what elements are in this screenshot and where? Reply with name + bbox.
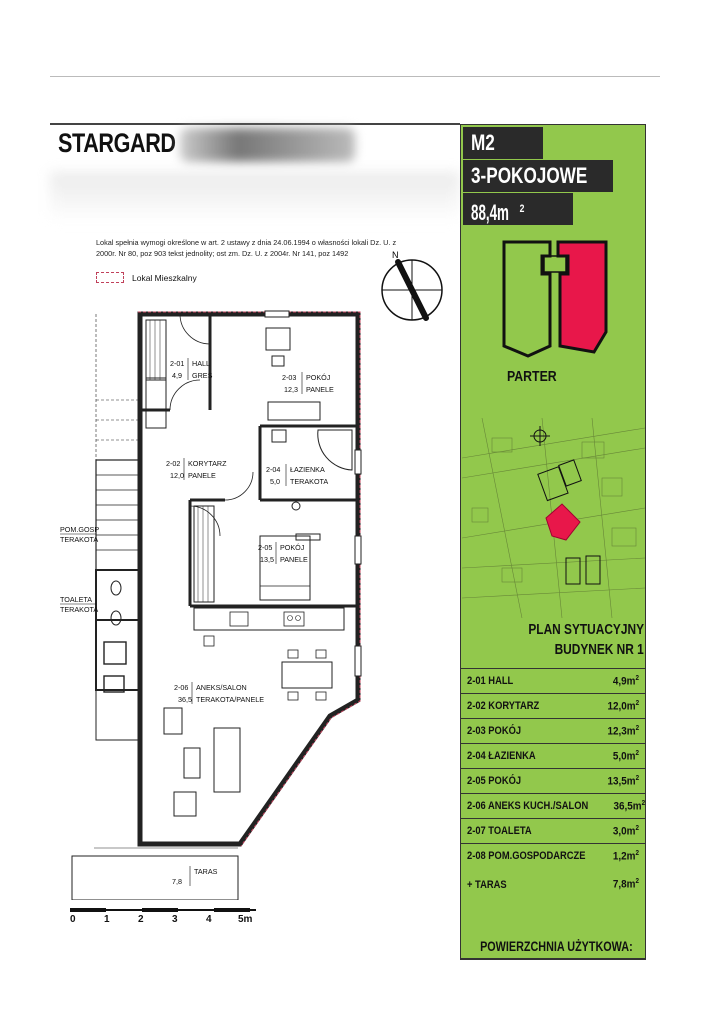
room-name: 2-06 ANEKS KUCH./SALON [467,800,589,812]
building-floor-minimap [502,240,608,358]
plan-label-r04-code: 2-04 [266,465,280,474]
room-area: 5,0m2 [612,749,639,763]
plan-label-r04-area: 5,0 [270,477,280,486]
table-row: 2-06 ANEKS KUCH./SALON 36,5m2 [461,793,645,818]
plan-label-r01-code: 2-01 [170,359,184,368]
unit-code-badge: M2 [463,127,543,159]
usable-area-label: POWIERZCHNIA UŻYTKOWA: [480,939,633,954]
plan-label-r04-floor: TERAKOTA [290,477,328,486]
scale-tick-2: 2 [138,914,144,925]
plan-label-r06-area: 36,5 [178,695,192,704]
plan-label-r02-code: 2-02 [166,459,180,468]
legend: Lokal Mieszkalny [96,272,197,283]
scale-bar [70,908,256,912]
plan-label-r02-area: 12,0 [170,471,184,480]
table-row: 2-05 POKÓJ 13,5m2 [461,768,645,793]
room-area: 1,2m2 [612,849,639,863]
plan-label-r07-floor: TERAKOTA [60,605,98,614]
legend-swatch [96,272,124,283]
plan-label-r05-name: POKÓJ [280,543,305,552]
room-name: 2-02 KORYTARZ [467,700,540,712]
room-area: 4,9m2 [612,674,639,688]
plan-label-r05-code: 2-05 [258,543,272,552]
north-compass-icon: N [381,250,443,321]
redacted-street-name [180,128,355,162]
plan-label-r08-name: POM.GOSP [60,525,99,534]
rooms-table: 2-01 HALL 4,9m2 2-02 KORYTARZ 12,0m2 2-03 PO… [461,668,645,897]
building-number: BUDYNEK NR 1 [554,642,644,658]
room-area: 12,3m2 [607,724,639,738]
scale-tick-4: 4 [206,914,212,925]
header-rule [50,123,460,125]
room-name: 2-01 HALL [467,675,514,687]
table-row: 2-07 TOALETA 3,0m2 [461,818,645,843]
scale-tick-5: 5m [238,914,253,925]
scale-tick-0: 0 [70,914,76,925]
table-row: 2-03 POKÓJ 12,3m2 [461,718,645,743]
rooms-type-badge: 3-POKOJOWE [463,160,613,192]
room-name: 2-04 ŁAZIENKA [467,750,536,762]
room-name: 2-07 TOALETA [467,825,532,837]
plan-label-r01-name: HALL [192,359,210,368]
room-name: 2-05 POKÓJ [467,775,522,787]
room-area: 13,5m2 [607,774,639,788]
plan-label-r05-area: 13,5 [260,555,274,564]
panel-bottom-rule [460,958,646,960]
room-area: 7,8m2 [612,878,639,891]
plan-label-r01-area: 4,9 [172,371,182,380]
city-title: STARGARD [58,128,176,158]
table-row: 2-04 ŁAZIENKA 5,0m2 [461,743,645,768]
site-plan-title: PLAN SYTUACYJNY [528,622,644,638]
room-name: + TARAS [467,878,507,891]
top-border-line [50,76,660,77]
scale-tick-3: 3 [172,914,178,925]
table-row: 2-01 HALL 4,9m2 [461,668,645,693]
redacted-subtitle [50,172,460,222]
room-area: 3,0m2 [612,824,639,838]
plan-label-r03-area: 12,3 [284,385,298,394]
table-row: 2-02 KORYTARZ 12,0m2 [461,693,645,718]
plan-label-r05-floor: PANELE [280,555,308,564]
table-row-taras: + TARAS 7,8m2 [461,872,645,897]
plan-label-r02-floor: PANELE [188,471,216,480]
legal-note: Lokal spełnia wymogi określone w art. 2 … [96,238,397,258]
site-plan-map [462,418,645,618]
plan-label-r06-floor: TERAKOTA/PANELE [196,695,264,704]
plan-label-r02-name: KORYTARZ [188,459,227,468]
plan-label-r04-name: ŁAZIENKA [290,465,325,474]
plan-label-r06-name: ANEKS/SALON [196,683,247,692]
floor-plan: 2-01 HALL 4,9 GRES 2-03 POKÓJ 12,3 PANEL… [60,310,362,900]
info-panel [460,124,646,960]
room-name: 2-03 POKÓJ [467,725,522,737]
compass-label: N [392,250,399,260]
plan-label-r06-code: 2-06 [174,683,188,692]
plan-label-taras-area: 7,8 [172,877,182,886]
room-name: 2-08 POM.GOSPODARCZE [467,850,586,862]
table-row: 2-08 POM.GOSPODARCZE 1,2m2 [461,843,645,868]
legend-label: Lokal Mieszkalny [132,272,197,283]
plan-label-taras-name: TARAS [194,867,218,876]
plan-label-r07-name: TOALETA [60,595,92,604]
plan-label-r03-name: POKÓJ [306,373,331,382]
room-area: 12,0m2 [607,699,639,713]
plan-label-r03-code: 2-03 [282,373,296,382]
plan-label-r03-floor: PANELE [306,385,334,394]
room-area: 36,5m2 [613,799,645,813]
plan-label-r08-floor: TERAKOTA [60,535,98,544]
floor-label: PARTER [507,368,557,385]
scale-tick-1: 1 [104,914,110,925]
plan-label-r01-floor: GRES [192,371,213,380]
